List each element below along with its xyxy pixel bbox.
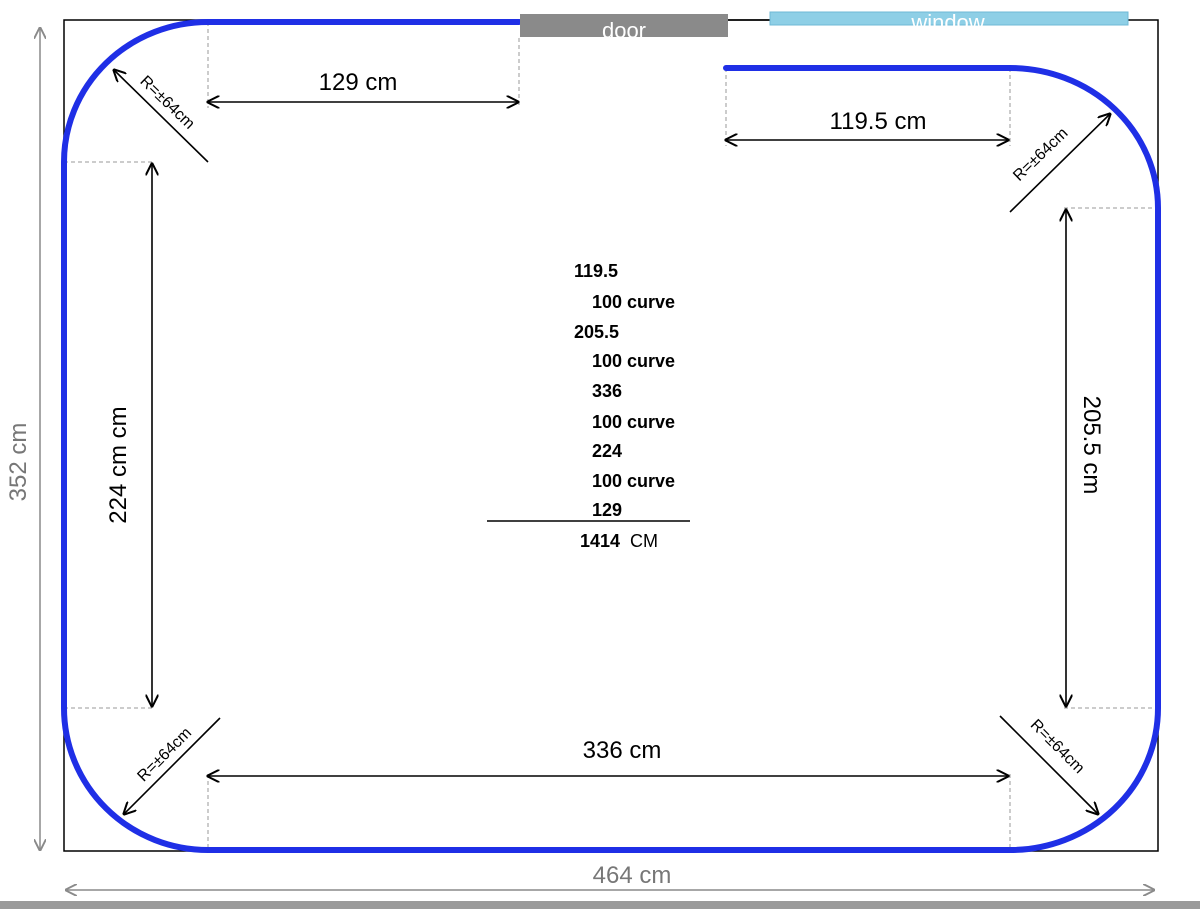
sum-row: 119.5 [574,261,618,281]
outer-width-label: 464 cm [593,862,672,889]
radius-bottom-left-label: R=±64cm [134,724,195,785]
sum-row: 100 curve [592,471,675,491]
sum-total-unit: CM [630,531,658,551]
top-left-length-label: 129 cm [319,69,398,96]
sum-row: 100 curve [592,412,675,432]
sum-row: 205.5 [574,322,619,342]
sum-row: 336 [592,381,622,401]
right-length-label: 205.5 cm [1078,396,1105,495]
window-label: window [910,10,984,35]
sum-row: 129 [592,500,622,520]
left-length-label: 224 cm cm [105,406,132,523]
track-main [61,19,1161,853]
bottom-border [0,901,1200,909]
bottom-length-label: 336 cm [583,737,662,764]
radius-top-left-label: R=±64cm [136,73,197,133]
door-label: door [602,18,646,43]
summation: 119.5 100 curve 205.5 100 curve 336 100 … [487,261,690,551]
radius-bottom-left-arrow [124,717,221,814]
door [520,14,728,37]
outer-height-label: 352 cm [5,423,32,502]
radius-bottom-right-arrow [999,715,1098,814]
window [769,11,1129,26]
radius-top-right-arrow [1009,114,1110,213]
top-right-length-label: 119.5 cm [830,108,927,135]
track [61,19,1161,853]
radius-bottom-right-label: R=±64cm [1027,716,1088,777]
sum-row: 100 curve [592,292,675,312]
guide-lines [64,22,1158,850]
radius-top-right-label: R=±64cm [1010,125,1071,185]
room-outline [63,19,1159,852]
radius-top-left-arrow [114,70,209,163]
sum-row: 100 curve [592,351,675,371]
sum-row: 224 [592,441,622,461]
sum-total-value: 1414 [580,531,620,551]
